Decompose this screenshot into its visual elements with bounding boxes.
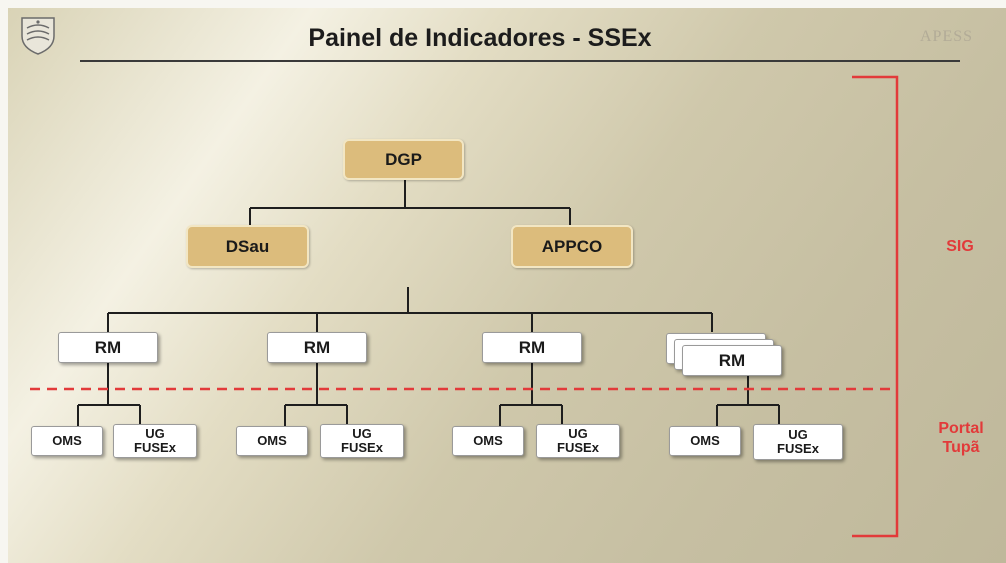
node-rm-3: RM — [482, 332, 582, 363]
bracket-label-portal-line-2: Tupã — [942, 439, 980, 456]
node-ug-fusex-2-line-2: FUSEx — [341, 440, 383, 455]
page-margin-left — [0, 0, 8, 563]
node-ug-fusex-3-line-1: UG — [568, 426, 588, 441]
crest-icon — [21, 17, 55, 55]
node-dsau: DSau — [186, 225, 309, 268]
node-ug-fusex-3-line-2: FUSEx — [557, 440, 599, 455]
node-oms-4: OMS — [669, 426, 741, 456]
title-divider — [80, 60, 960, 62]
bracket-label-portal-tupa: Portal Tupã — [918, 419, 1004, 457]
slide — [8, 8, 1006, 563]
node-ug-fusex-4-line-1: UG — [788, 427, 808, 442]
node-rm-4: RM — [682, 345, 782, 376]
node-rm-1: RM — [58, 332, 158, 363]
node-oms-2: OMS — [236, 426, 308, 456]
slide-title: Painel de Indicadores - SSEx — [308, 24, 652, 52]
page-margin-top — [0, 0, 1006, 8]
node-ug-fusex-1-line-2: FUSEx — [134, 440, 176, 455]
bracket-label-sig: SIG — [946, 238, 974, 255]
node-ug-fusex-1-line-1: UG — [145, 426, 165, 441]
node-ug-fusex-1: UG FUSEx — [113, 424, 197, 458]
node-ug-fusex-4: UG FUSEx — [753, 424, 843, 460]
node-ug-fusex-3: UG FUSEx — [536, 424, 620, 458]
node-oms-3: OMS — [452, 426, 524, 456]
node-rm-2: RM — [267, 332, 367, 363]
node-dgp: DGP — [343, 139, 464, 180]
bracket-label-portal-line-1: Portal — [938, 420, 984, 437]
node-ug-fusex-2: UG FUSEx — [320, 424, 404, 458]
node-oms-1: OMS — [31, 426, 103, 456]
node-ug-fusex-2-line-1: UG — [352, 426, 372, 441]
node-ug-fusex-4-line-2: FUSEx — [777, 441, 819, 456]
node-appco: APPCO — [511, 225, 633, 268]
brand-logo-text: APESS — [920, 28, 974, 45]
